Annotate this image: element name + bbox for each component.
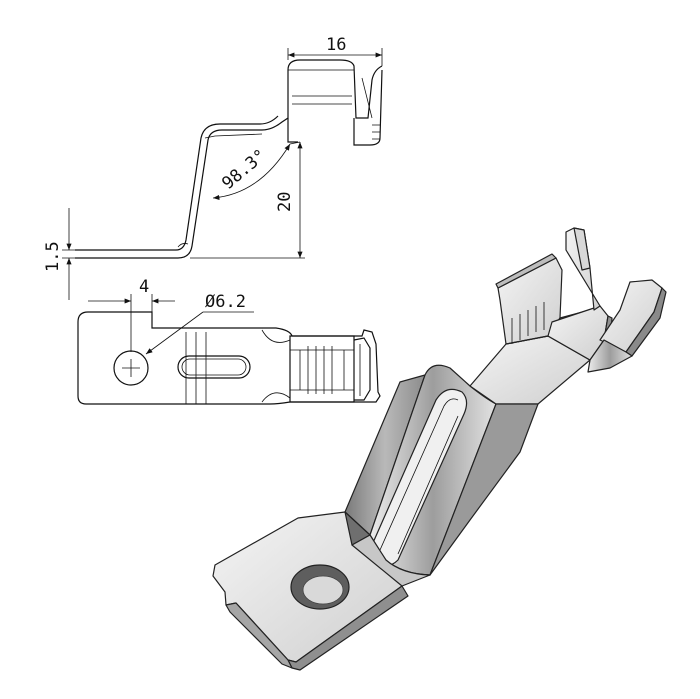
dim-16-label: 16	[326, 35, 346, 55]
dim-hole-label: Ø6.2	[205, 292, 246, 312]
dim-4-label: 4	[139, 277, 149, 297]
top-view	[77, 311, 381, 405]
dimension-offset: 4	[88, 277, 175, 352]
side-view	[75, 59, 383, 259]
dimension-angle: 98.3°	[212, 141, 301, 201]
dimension-thickness: 1.5	[43, 208, 80, 300]
dim-thickness-label: 1.5	[43, 241, 63, 272]
dimension-width-top: 16	[287, 35, 383, 66]
dim-20-label: 20	[275, 192, 295, 212]
dim-angle-label: 98.3°	[218, 146, 270, 194]
dimension-hole: Ø6.2	[145, 292, 254, 355]
terminal-3d-render	[212, 227, 667, 671]
